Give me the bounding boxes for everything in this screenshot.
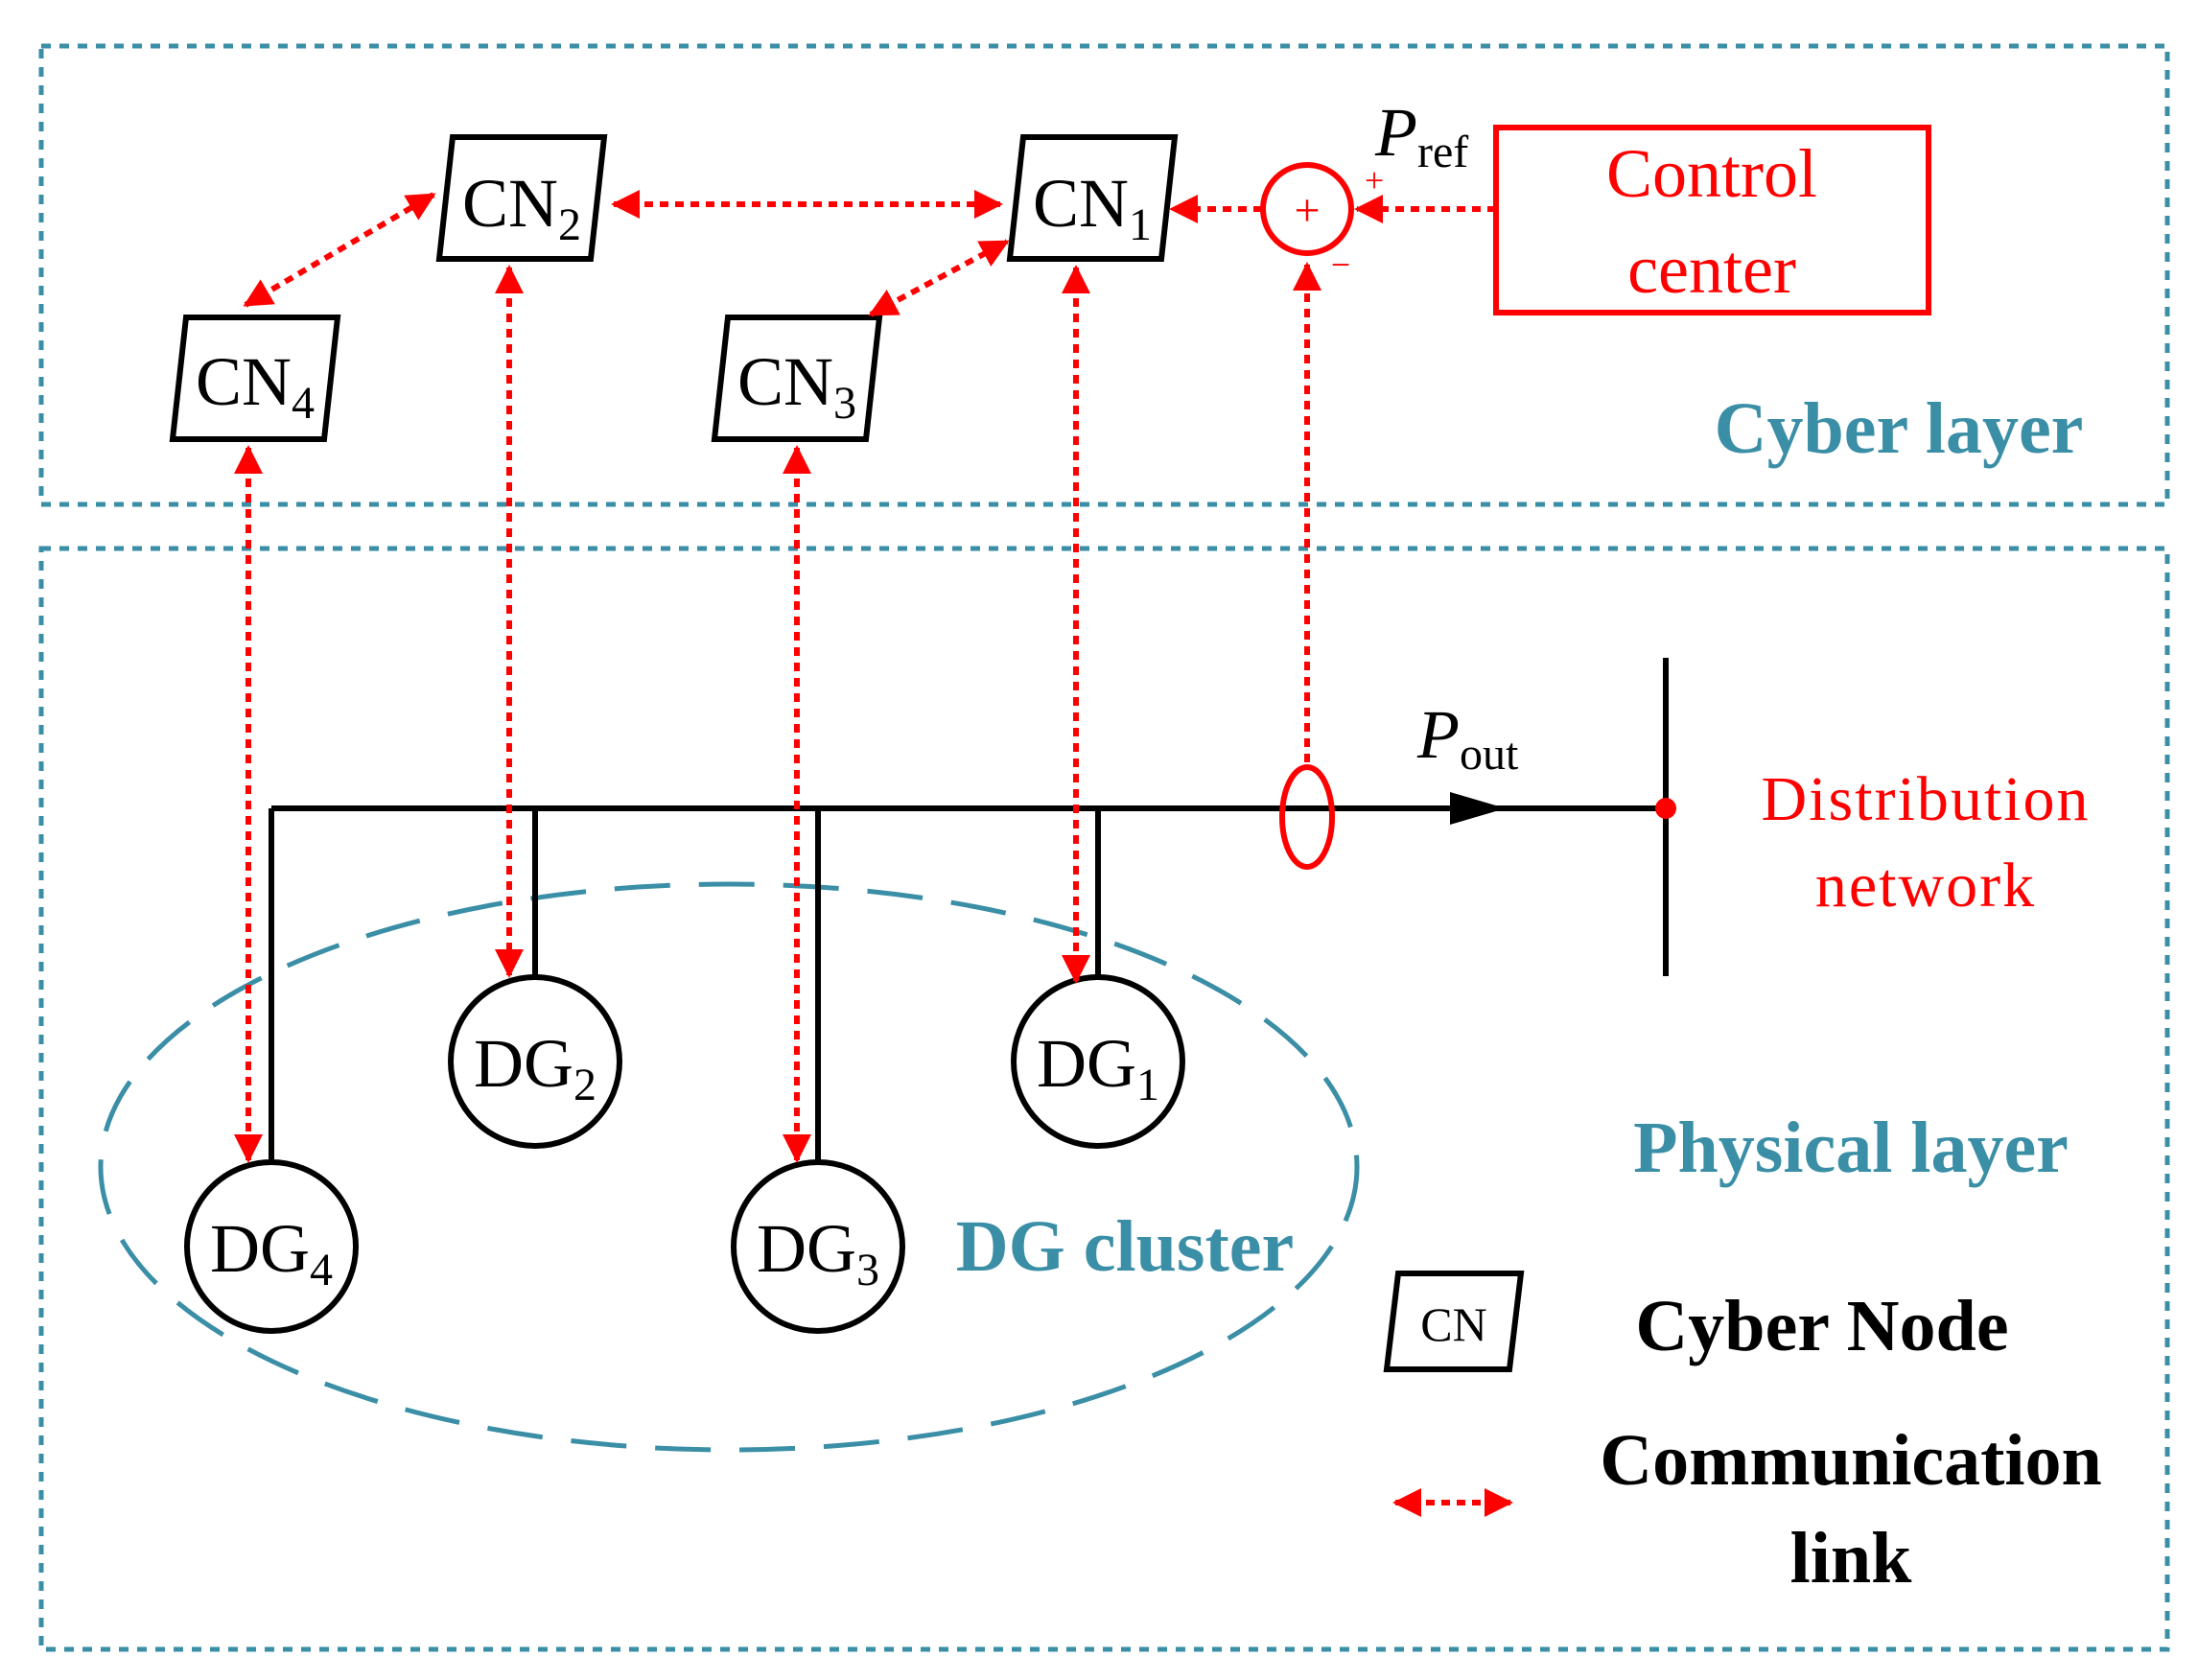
dg-1-sub: 1: [1136, 1060, 1159, 1110]
dg-4-base: DG: [210, 1210, 310, 1287]
svg-text:DG2: DG2: [474, 1025, 596, 1110]
p-ref-label: Pref: [1374, 94, 1468, 177]
distribution-network-line2: network: [1815, 851, 2036, 921]
control-center: Control center: [1493, 125, 1931, 315]
control-center-line1: Control: [1606, 135, 1817, 212]
power-sensor: [1279, 764, 1335, 870]
cn2-base: CN: [462, 165, 558, 242]
control-center-line2: center: [1627, 231, 1796, 308]
svg-text:DG4: DG4: [210, 1210, 333, 1295]
p-out-label: Pout: [1416, 696, 1519, 780]
svg-text:CN2: CN2: [462, 165, 581, 250]
svg-text:DG3: DG3: [757, 1210, 879, 1295]
summing-symbol: +: [1294, 185, 1320, 236]
dg-2: DG2: [448, 974, 622, 1149]
physical-layer-label: Physical layer: [1633, 1108, 2069, 1188]
communication-links: [234, 190, 1090, 1163]
link-cn4-cn2: [243, 192, 436, 308]
cn3-sub: 3: [833, 378, 856, 429]
cn4-base: CN: [196, 343, 292, 420]
cn1-base: CN: [1033, 165, 1129, 242]
dg-3: DG3: [731, 1159, 905, 1334]
svg-text:CN1: CN1: [1033, 165, 1152, 250]
dg-4: DG4: [184, 1159, 359, 1334]
svg-text:DG1: DG1: [1037, 1025, 1159, 1110]
physical-layer-border: [38, 546, 2170, 1652]
svg-text:CN4: CN4: [196, 343, 315, 429]
cyber-node-cn1: CN1: [1006, 134, 1179, 262]
summing-minus-sign: −: [1331, 245, 1350, 284]
dg-2-base: DG: [474, 1025, 573, 1102]
dg-cluster-label: DG cluster: [956, 1206, 1294, 1287]
p-ref-sub: ref: [1417, 127, 1468, 177]
summing-plus-sign: +: [1365, 161, 1384, 199]
svg-text:CN3: CN3: [737, 343, 856, 429]
cyber-node-cn2: CN2: [435, 134, 608, 262]
dg-4-sub: 4: [310, 1245, 333, 1295]
legend: CN Cyber Node Communication link: [1383, 1271, 2102, 1598]
cn1-sub: 1: [1129, 199, 1152, 250]
distribution-node-dot: [1655, 798, 1676, 819]
p-out-base: P: [1416, 696, 1460, 773]
legend-cyber-node-symbol: CN: [1383, 1271, 1525, 1372]
legend-comm-link-line2: link: [1790, 1518, 1912, 1598]
power-flow-arrow: [1450, 792, 1506, 825]
dg-2-sub: 2: [573, 1060, 596, 1110]
distribution-network-line1: Distribution: [1761, 764, 2090, 834]
legend-comm-link-line1: Communication: [1600, 1420, 2102, 1501]
p-out-sub: out: [1460, 729, 1519, 780]
legend-cyber-node-label: Cyber Node: [1635, 1286, 2008, 1366]
cyber-node-cn4: CN4: [169, 315, 341, 442]
summing-junction: + + −: [1260, 161, 1384, 284]
legend-cn-text: CN: [1420, 1297, 1486, 1351]
cyber-node-cn3: CN3: [711, 315, 883, 442]
feedback-links: [1169, 195, 1496, 762]
cyber-layer-label: Cyber layer: [1715, 388, 2084, 469]
dg-1-base: DG: [1037, 1025, 1136, 1102]
dg-1: DG1: [1011, 974, 1185, 1149]
cn2-sub: 2: [558, 199, 581, 250]
link-cn3-cn1: [868, 239, 1010, 317]
cn4-sub: 4: [292, 378, 315, 429]
cn3-base: CN: [737, 343, 833, 420]
p-ref-base: P: [1374, 94, 1417, 171]
cyber-layer-border: [38, 43, 2170, 507]
dg-3-base: DG: [757, 1210, 856, 1287]
dg-cluster-ellipse: [98, 881, 1360, 1453]
dg-3-sub: 3: [856, 1245, 879, 1295]
